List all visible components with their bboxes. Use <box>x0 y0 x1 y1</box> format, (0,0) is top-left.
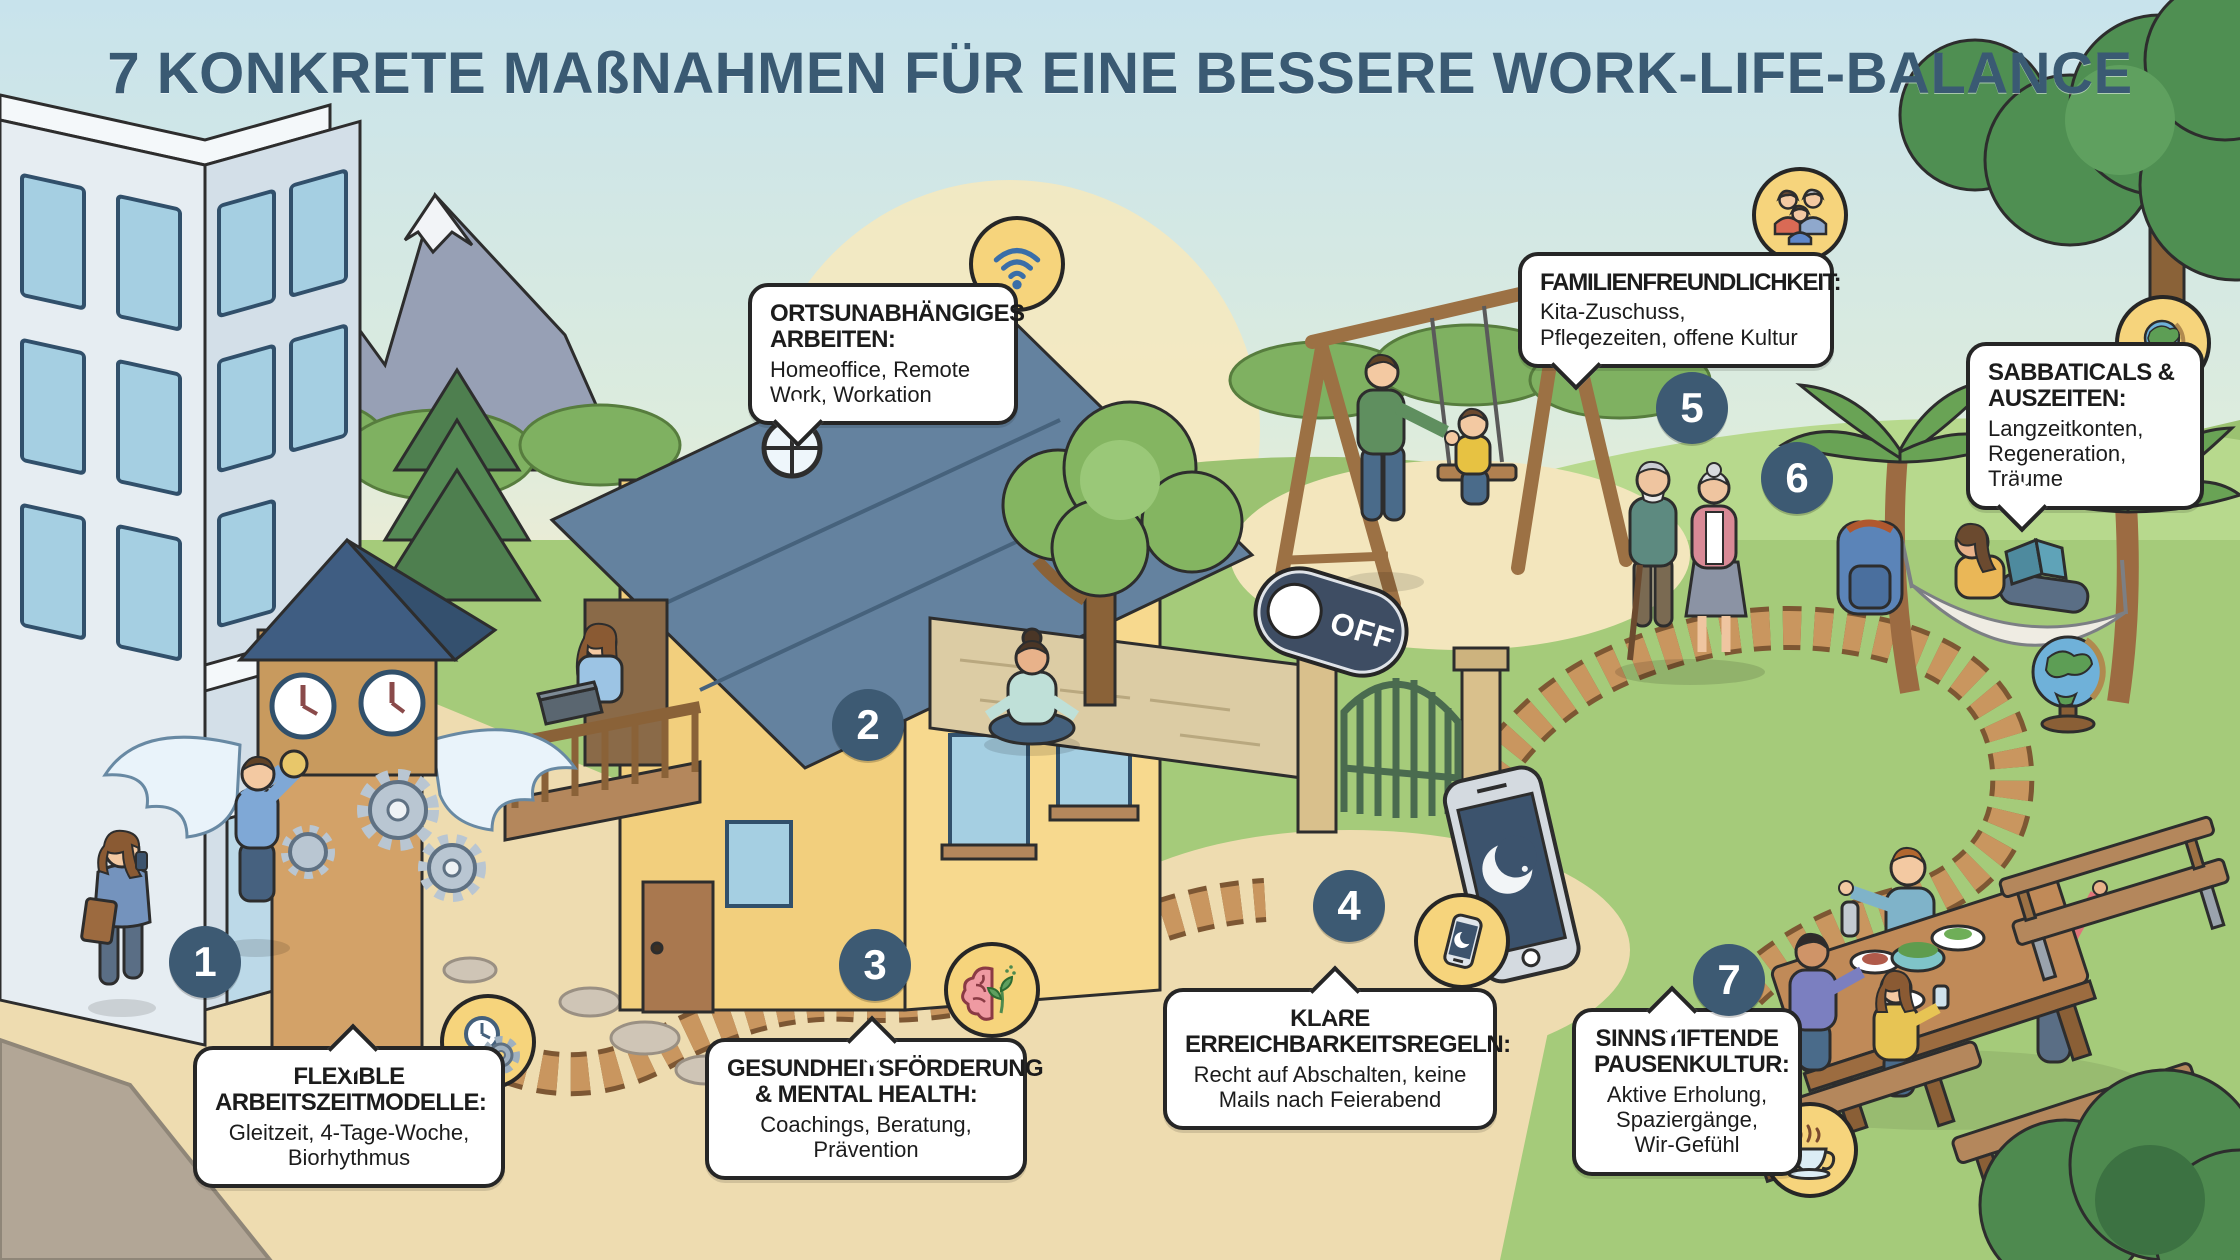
measure-1-badge: 1 <box>169 926 241 998</box>
measure-body: Kita-Zuschuss, Pflegezeiten, offene Kult… <box>1540 299 1798 350</box>
measure-body: Homeoffice, Remote Work, Workation <box>770 356 971 408</box>
phone-night-mode-icon <box>1414 893 1510 989</box>
measure-2-badge: 2 <box>832 689 904 761</box>
balcony-remote-worker <box>536 622 624 726</box>
measure-heading: FAMILIENFREUNDLICHKEIT: <box>1540 269 1842 296</box>
measure-heading: SINNSTIFTENDE PAUSENKULTUR: <box>1594 1025 1790 1079</box>
measure-body: Langzeitkonten, Regeneration, Träume <box>1988 415 2144 492</box>
elderly-couple <box>1615 460 1765 685</box>
child-on-swing <box>1454 407 1492 506</box>
backpack <box>1836 519 1904 616</box>
callout-pausenkultur: SINNSTIFTENDE PAUSENKULTUR: Aktive Erhol… <box>1572 985 1858 1198</box>
measure-body: Coachings, Beratung, Prävention <box>760 1111 972 1163</box>
grandfather <box>1627 460 1678 661</box>
measure-heading: SABBATICALS & AUSZEITEN: <box>1988 359 2175 413</box>
grandmother <box>1684 462 1748 652</box>
seated-man <box>1788 932 1865 1072</box>
measure-body: Recht auf Abschalten, keine Mails nach F… <box>1193 1061 1467 1113</box>
measure-heading: GESUNDHEITSFÖRDERUNG & MENTAL HEALTH: <box>727 1055 1044 1109</box>
globe <box>2031 635 2106 734</box>
toggle-label: OFF <box>1326 604 1399 658</box>
measure-6-badge: 6 <box>1761 442 1833 514</box>
toggle-knob <box>1259 575 1330 646</box>
meditating-woman <box>984 627 1080 756</box>
measure-3-badge: 3 <box>839 929 911 1001</box>
callout-erreichbarkeitsregeln: KLARE ERREICHBARKEITSREGELN: Recht auf A… <box>1163 893 1511 1131</box>
man-adjusting-clock <box>222 749 309 957</box>
measure-heading: KLARE ERREICHBARKEITSREGELN: <box>1185 1005 1511 1059</box>
gears <box>281 769 486 902</box>
tree-and-meditation <box>984 400 1244 756</box>
woman-in-hammock <box>1954 522 2090 614</box>
pine-trees <box>372 367 542 602</box>
callout-sabbaticals-auszeiten: SABBATICALS & AUSZEITEN: Langzeitkonten,… <box>1966 295 2211 533</box>
measure-heading: FLEXIBLE ARBEITSZEITMODELLE: <box>215 1063 487 1117</box>
park-benches <box>1998 815 2230 982</box>
measure-body: Gleitzeit, 4-Tage-Woche, Biorhythmus <box>228 1119 470 1171</box>
callout-familienfreundlichkeit: FAMILIENFREUNDLICHKEIT: Kita-Zuschuss, P… <box>1518 167 1848 391</box>
callout-gesundheitsfoerderung: GESUNDHEITSFÖRDERUNG & MENTAL HEALTH: Co… <box>705 942 1044 1181</box>
family-icon <box>1752 167 1848 263</box>
walking-woman <box>80 829 156 1017</box>
office-building <box>0 93 362 1047</box>
measure-4-badge: 4 <box>1313 870 1385 942</box>
callout-ortsunabhaengiges-arbeiten: ORTSUNABHÄNGIGES ARBEITEN: Homeoffice, R… <box>748 216 1065 448</box>
measure-body: Aktive Erholung, Spaziergänge, Wir-Gefüh… <box>1606 1081 1768 1158</box>
measure-heading: ORTSUNABHÄNGIGES ARBEITEN: <box>770 300 1025 354</box>
callout-flexible-arbeitszeitmodelle: FLEXIBLE ARBEITSZEITMODELLE: Gleitzeit, … <box>193 994 536 1189</box>
measure-7-badge: 7 <box>1693 944 1765 1016</box>
measure-5-badge: 5 <box>1656 372 1728 444</box>
brain-plant-icon <box>944 942 1040 1038</box>
infographic-title: 7 KONKRETE MAßNAHMEN FÜR EINE BESSERE WO… <box>107 41 2133 106</box>
